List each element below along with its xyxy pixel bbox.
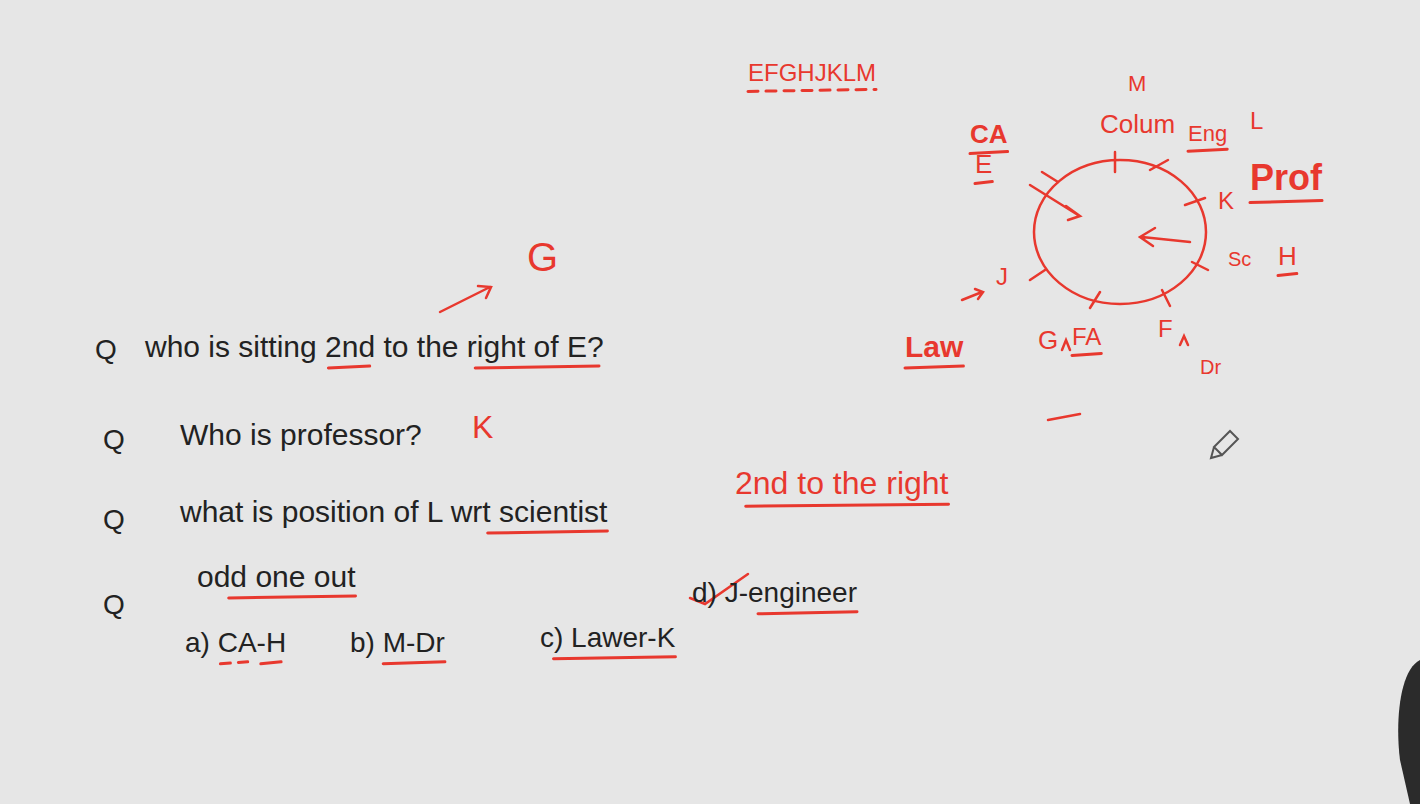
small-arrow [962, 289, 983, 300]
seat-ticks [1030, 152, 1208, 308]
presenter-edge [1398, 660, 1420, 804]
underline [488, 531, 608, 533]
seat-person: M [1128, 72, 1146, 96]
question-marker: Q [103, 425, 125, 456]
option-text: d) J-engineer [692, 578, 857, 609]
seat-job: FA [1072, 324, 1101, 350]
seat-job: CA [970, 120, 1008, 149]
option-text: a) CA-H [185, 628, 286, 659]
underline [905, 366, 963, 368]
seat-person: F [1158, 316, 1173, 342]
question-text: Who is professor? [180, 418, 422, 451]
option-text: b) M-Dr [350, 628, 445, 659]
underline [1278, 274, 1297, 276]
seat-person: G [1038, 326, 1058, 355]
underline [1072, 353, 1101, 355]
facing-arrow [1140, 228, 1190, 246]
seat-job: Colum [1100, 110, 1175, 139]
seat-job: Eng [1188, 122, 1227, 146]
underline [1188, 149, 1227, 151]
underline [1250, 201, 1322, 203]
seat-job: Sc [1228, 248, 1251, 270]
underline [758, 612, 857, 614]
facing-arrow [1030, 185, 1080, 220]
underline [748, 89, 876, 91]
underline [554, 657, 676, 659]
answer-text: G [527, 235, 558, 279]
answer-arrow [440, 286, 491, 312]
pencil-cursor [1211, 431, 1238, 458]
seat-person: J [996, 264, 1008, 290]
seat-person: H [1278, 242, 1297, 271]
underline [746, 504, 949, 506]
option-text: c) Lawer-K [540, 623, 675, 654]
seat-job: Prof [1250, 158, 1322, 198]
underline [975, 182, 992, 184]
answer-text: 2nd to the right [735, 466, 948, 501]
seat-job: Law [905, 330, 963, 363]
underline [475, 366, 599, 368]
question-marker: Q [103, 505, 125, 536]
seating-circle [1034, 160, 1206, 304]
answer-text: K [472, 410, 493, 445]
question-text: who is sitting 2nd to the right of E? [145, 330, 604, 363]
seat-person: L [1250, 108, 1263, 134]
question-text: odd one out [197, 560, 355, 593]
blank-seat-mark [1048, 414, 1080, 420]
seat-job: Dr [1200, 356, 1221, 378]
underline [328, 366, 369, 368]
question-marker: Q [103, 590, 125, 621]
underline [261, 662, 281, 664]
seat-person: K [1218, 188, 1234, 214]
question-marker: Q [95, 335, 117, 366]
seat-person: E [975, 150, 992, 179]
question-text: what is position of L wrt scientist [180, 495, 607, 528]
underline [220, 662, 247, 664]
underline [229, 596, 356, 598]
underline [383, 662, 445, 664]
name-list: EFGHJKLM [748, 60, 876, 86]
